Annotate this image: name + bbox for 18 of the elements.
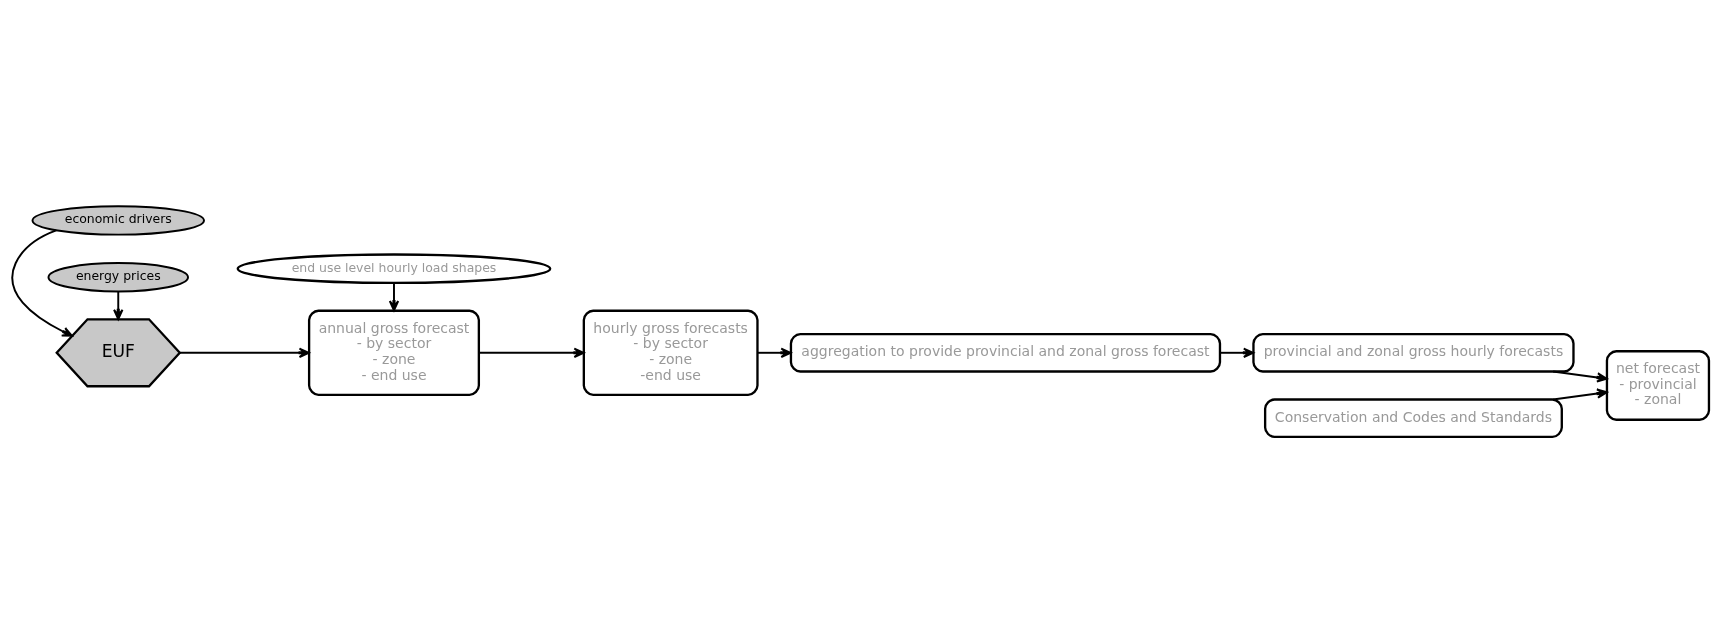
arrow (113, 290, 124, 321)
arrow (756, 347, 792, 358)
node-box: Conservation and Codes and Standards (1263, 398, 1563, 439)
node-box: annual gross forecast - by sector - zone - end use (307, 309, 481, 396)
arrow (1219, 347, 1255, 358)
arrow (1552, 388, 1608, 401)
node-box: hourly gross forecasts - by sector - zone -end use (582, 309, 759, 396)
node-box: net forecast - provincial - zonal (1605, 350, 1711, 421)
node-ellipse: end use level hourly load shapes (236, 253, 552, 285)
arrow (1552, 370, 1608, 383)
arrow (11, 229, 73, 337)
arrow (388, 282, 400, 312)
node-ellipse: energy prices (47, 262, 189, 293)
arrow (178, 347, 310, 358)
node-box: provincial and zonal gross hourly forecasts (1252, 332, 1575, 373)
node-ellipse: economic drivers (31, 205, 205, 236)
node-box: aggregation to provide provincial and zonal gross forecast (789, 332, 1222, 373)
arrow (478, 347, 585, 358)
